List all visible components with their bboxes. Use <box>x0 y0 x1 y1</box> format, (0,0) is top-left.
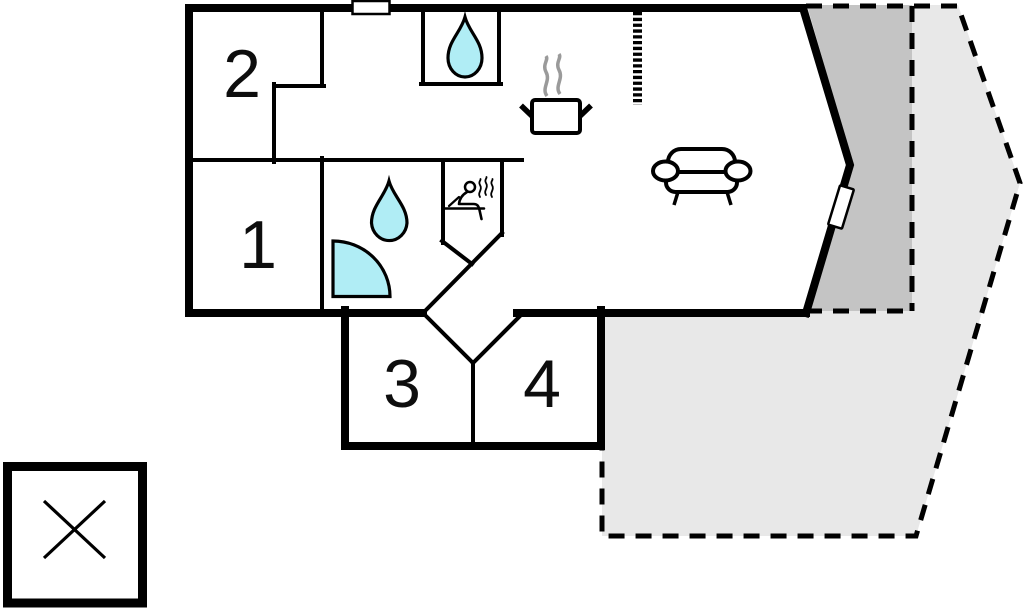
water-drop-wc-icon <box>446 10 484 79</box>
pot-steam-left <box>542 54 550 98</box>
house-floor <box>189 8 850 446</box>
sofa-leg-right <box>725 191 733 206</box>
sauna-person-arm <box>447 195 461 208</box>
pot-body <box>530 98 582 135</box>
shower-quarter-icon <box>331 239 392 299</box>
room-label-4: 4 <box>523 346 561 422</box>
water-drop-bathroom-icon <box>369 174 409 243</box>
wall-corridor-diagonal-upper <box>420 230 505 316</box>
sauna-person-head <box>463 180 477 194</box>
sauna-person-body <box>457 190 483 221</box>
entrance-door <box>827 184 855 230</box>
annex-cross-line-2 <box>42 499 107 560</box>
sauna-icon <box>442 176 494 221</box>
sofa-armrest-left <box>651 159 680 183</box>
sofa-armrest-right <box>723 159 753 183</box>
sauna-steam-2 <box>484 176 488 196</box>
annex-box <box>3 462 147 608</box>
wall-sauna-left-angled <box>439 238 475 267</box>
window <box>351 0 391 16</box>
room-label-2: 2 <box>223 36 261 112</box>
open-terrace-dashed-border <box>599 3 1023 539</box>
pot-steam-right <box>555 52 563 96</box>
annex-icon <box>3 462 147 608</box>
sauna-steam-3 <box>490 178 494 198</box>
sauna-steam-1 <box>478 178 482 198</box>
room-label-1: 1 <box>239 207 277 283</box>
sofa-icon <box>651 147 753 206</box>
sofa-leg-left <box>672 191 680 206</box>
wall-corridor-diagonal-lower <box>470 310 526 366</box>
room-label-3: 3 <box>383 346 421 422</box>
stove-pot-icon <box>519 52 593 135</box>
